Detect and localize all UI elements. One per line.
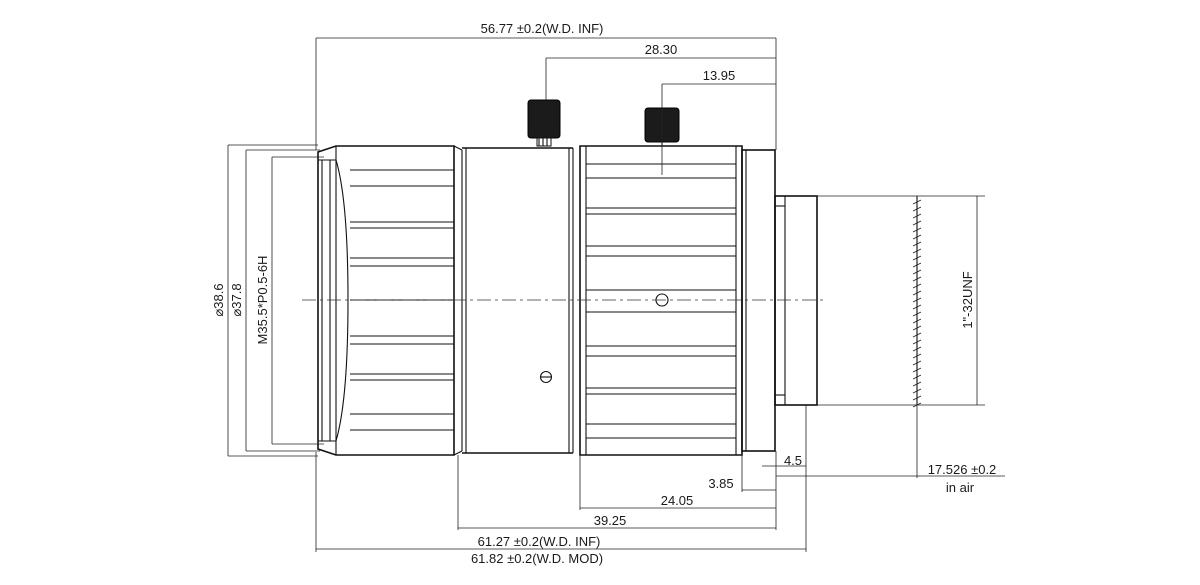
hatch-line xyxy=(912,206,922,212)
hatch-line xyxy=(912,213,922,219)
hatch-line xyxy=(912,304,922,310)
dim-45: 4.5 xyxy=(784,453,802,468)
mount-flange xyxy=(741,149,818,452)
dim-2830: 28.30 xyxy=(645,42,678,57)
dim-2405: 24.05 xyxy=(661,493,694,508)
front-focus-ring xyxy=(317,145,463,456)
hatch-line xyxy=(912,297,922,303)
hatch-line xyxy=(912,248,922,254)
dim-385: 3.85 xyxy=(708,476,733,491)
dimension-lines xyxy=(227,37,1005,552)
dim-dia-386: ⌀38.6 xyxy=(211,283,226,316)
dim-front-thread: M35.5*P0.5-6H xyxy=(255,256,270,345)
hatch-line xyxy=(912,290,922,296)
hatch-line xyxy=(912,367,922,373)
hatch-line xyxy=(912,374,922,380)
hatch-line xyxy=(912,325,922,331)
dim-1395: 13.95 xyxy=(703,68,736,83)
hatch-line xyxy=(912,332,922,338)
rear-iris-ring xyxy=(579,145,743,456)
hatch-line xyxy=(912,381,922,387)
rear-grip-ribs xyxy=(586,163,736,439)
dim-3925: 39.25 xyxy=(594,513,627,528)
dim-6127: 61.27 ±0.2(W.D. INF) xyxy=(478,534,601,549)
dim-dia-378: ⌀37.8 xyxy=(229,283,244,316)
hatch-line xyxy=(912,241,922,247)
hatch-line xyxy=(912,262,922,268)
focus-lock-knob xyxy=(527,99,561,147)
dim-6182: 61.82 ±0.2(W.D. MOD) xyxy=(471,551,603,566)
hatch-line xyxy=(912,269,922,275)
hatch-line xyxy=(912,227,922,233)
dim-overall-top: 56.77 ±0.2(W.D. INF) xyxy=(481,21,604,36)
hatch-line xyxy=(912,311,922,317)
hatch-line xyxy=(912,346,922,352)
center-barrel xyxy=(462,147,574,454)
hatch-line xyxy=(912,283,922,289)
hatch-line xyxy=(912,220,922,226)
hatch-line xyxy=(912,276,922,282)
hatch-line xyxy=(912,255,922,261)
hatch-line xyxy=(912,353,922,359)
image-plane-hatch xyxy=(912,199,922,408)
hatch-line xyxy=(912,339,922,345)
hatch-line xyxy=(912,360,922,366)
dim-17526: 17.526 ±0.2 xyxy=(928,462,997,477)
barrel-screw-hole xyxy=(539,370,553,384)
hatch-line xyxy=(912,395,922,401)
hatch-line xyxy=(912,388,922,394)
hatch-line xyxy=(912,199,922,205)
hatch-line xyxy=(912,318,922,324)
dim-mount-thread: 1"-32UNF xyxy=(960,271,975,328)
hatch-line xyxy=(912,234,922,240)
dim-in-air: in air xyxy=(946,480,975,495)
